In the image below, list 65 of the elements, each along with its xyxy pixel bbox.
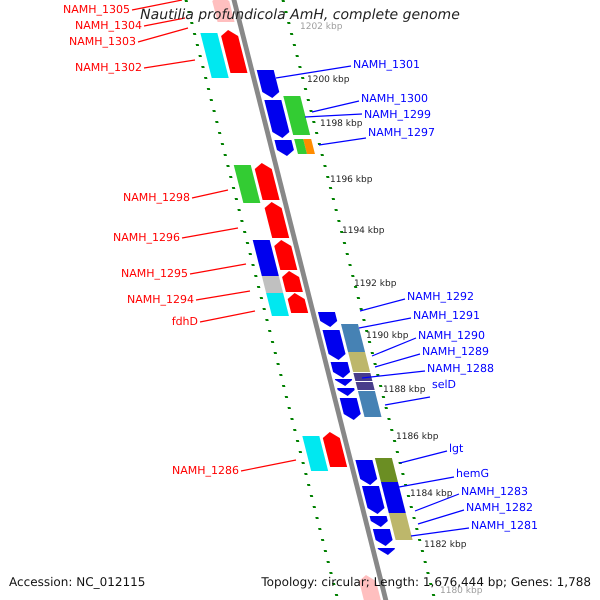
leader-line	[358, 317, 412, 329]
gene-label: NAMH_1292	[407, 291, 474, 302]
tick-label: 1182 kbp	[424, 541, 466, 550]
tick-label: 1186 kbp	[396, 433, 438, 442]
leader-line	[374, 353, 420, 368]
gene-label: NAMH_1289	[422, 346, 490, 357]
leader-line	[276, 65, 352, 79]
leader-line	[144, 17, 186, 27]
tick-label: 1180 kbp	[440, 587, 482, 596]
leader-line	[384, 396, 430, 406]
gene-label: NAMH_1294	[126, 294, 194, 305]
genome-stats-text: Topology: circular; Length: 1,676,444 bp; Genes: 1,788	[261, 576, 591, 588]
leader-line	[418, 509, 464, 525]
gene-label: NAMH_1300	[361, 93, 428, 104]
title: Nautilia profundicola AmH, complete genome	[140, 8, 460, 22]
leader-line	[182, 227, 238, 239]
gene-label: NAMH_1291	[413, 310, 480, 321]
gene-label: NAMH_1283	[461, 486, 528, 497]
accession-text: Accession: NC_012115	[9, 576, 146, 588]
leader-line	[240, 459, 296, 472]
gene-label: NAMH_1301	[353, 59, 420, 70]
leader-line	[196, 290, 250, 301]
tick-label: 1202 kbp	[300, 23, 342, 32]
leader-line	[190, 263, 246, 275]
tick-label: 1198 kbp	[320, 120, 362, 129]
tick-label: 1196 kbp	[330, 176, 372, 185]
gene-label: NAMH_1288	[427, 363, 494, 374]
tick-label: 1200 kbp	[307, 76, 350, 85]
leader-line	[138, 27, 188, 43]
gene-label: NAMH_1304	[74, 20, 142, 31]
leader-line	[132, 0, 182, 11]
leader-line	[372, 337, 416, 357]
gene-label: NAMH_1299	[364, 109, 432, 120]
gene-label: hemG	[456, 468, 489, 479]
leader-line	[312, 100, 360, 113]
tick-label: 1188 kbp	[383, 386, 426, 395]
gene-label: NAMH_1282	[466, 502, 534, 513]
leader-line	[362, 370, 426, 379]
leader-line	[398, 476, 454, 488]
leader-line	[144, 59, 196, 69]
leader-line	[360, 298, 406, 312]
gene-label: NAMH_1286	[172, 465, 239, 476]
gene-label: NAMH_1295	[120, 268, 188, 279]
gene-label: NAMH_1303	[68, 36, 136, 47]
leader-line	[410, 527, 470, 537]
tick-label: 1184 kbp	[410, 490, 452, 499]
leader-line	[400, 450, 448, 464]
tick-label: 1190 kbp	[366, 332, 408, 341]
gene-label: NAMH_1298	[122, 192, 190, 203]
gene-label: NAMH_1302	[74, 62, 142, 73]
gene-label: lgt	[449, 443, 464, 454]
leader-line	[414, 493, 460, 512]
gene-label: NAMH_1281	[471, 520, 538, 531]
leader-line	[200, 310, 256, 323]
tick-label: 1194 kbp	[342, 227, 384, 236]
leader-line	[192, 189, 228, 199]
gene-label: NAMH_1296	[112, 232, 180, 243]
tick-label: 1192 kbp	[354, 280, 396, 289]
leader-line	[318, 137, 366, 146]
gene-label: NAMH_1305	[62, 4, 130, 15]
gene-label: NAMH_1290	[418, 330, 486, 341]
gene-label: NAMH_1297	[368, 127, 436, 138]
leader-line	[304, 113, 362, 118]
gene-label: fdhD	[172, 316, 198, 327]
gene-label: selD	[432, 379, 456, 390]
